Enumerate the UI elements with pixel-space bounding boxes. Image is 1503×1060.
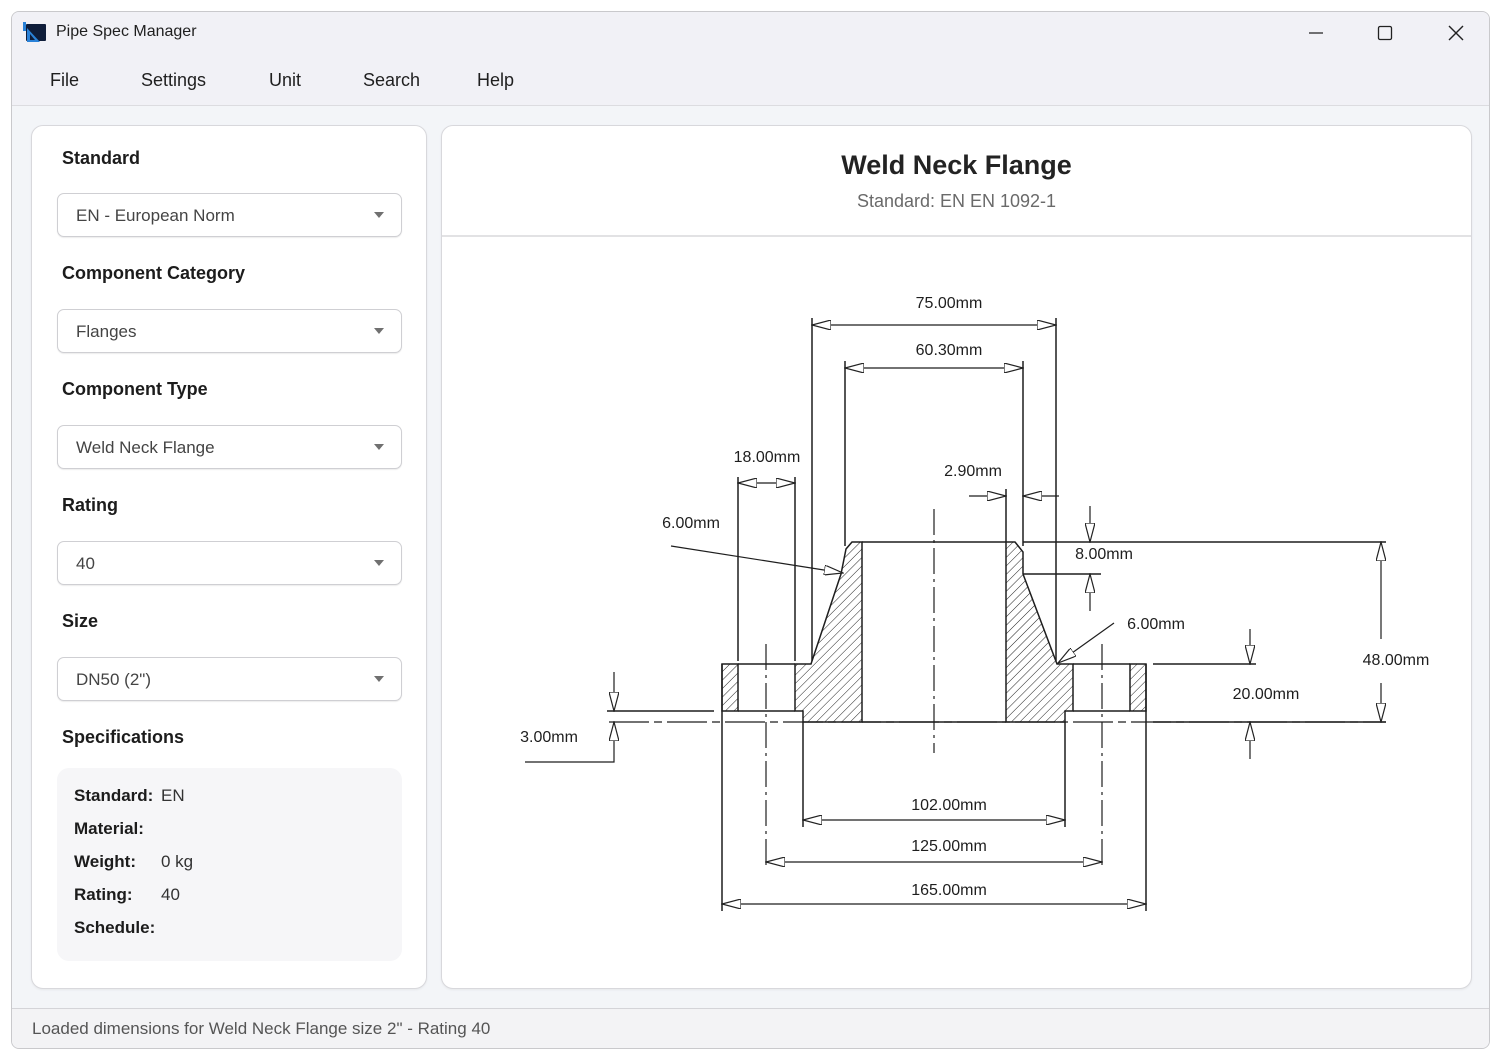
- category-label: Component Category: [62, 263, 246, 283]
- standard-label: Standard: [62, 148, 141, 168]
- label-fillet-top: 6.00mm: [662, 515, 720, 532]
- label-rf-diameter: 102.00mm: [911, 797, 987, 814]
- label-hub-od: 75.00mm: [916, 295, 983, 312]
- flange-drawing: 75.00mm 60.30mm 18.00mm 2.90mm 6.00mm 8.…: [520, 295, 1430, 911]
- leader-6-base: [1058, 622, 1115, 663]
- menu-search[interactable]: Search: [363, 70, 421, 90]
- size-label: Size: [62, 611, 99, 631]
- label-flange-thk: 20.00mm: [1233, 686, 1300, 703]
- label-wall-thk: 2.90mm: [944, 463, 1002, 480]
- drawing-header: Weld Neck Flange Standard: EN EN 1092-1: [442, 126, 1471, 237]
- chevron-down-icon: [374, 676, 384, 682]
- component-type-value: Weld Neck Flange: [76, 438, 215, 457]
- label-bevel: 8.00mm: [1075, 546, 1133, 563]
- chevron-down-icon: [374, 212, 384, 218]
- label-fillet-base: 6.00mm: [1127, 616, 1185, 633]
- label-bolt-circle: 125.00mm: [911, 838, 987, 855]
- maximize-button[interactable]: [1362, 18, 1408, 48]
- menu-help[interactable]: Help: [477, 70, 515, 90]
- label-total-height: 48.00mm: [1363, 652, 1430, 669]
- close-icon: [1448, 25, 1464, 41]
- app-window: Pipe Spec Manager File Settings Unit Sea…: [11, 11, 1490, 1049]
- spec-value: 0 kg: [161, 852, 194, 871]
- component-type-label: Component Type: [62, 379, 208, 399]
- menu-settings[interactable]: Settings: [141, 70, 207, 90]
- hub-left-section: [794, 541, 863, 723]
- drawing-subtitle: Standard: EN EN 1092-1: [856, 191, 1057, 211]
- menu-file[interactable]: File: [50, 70, 80, 90]
- title-bar: Pipe Spec Manager: [12, 12, 1489, 56]
- size-select[interactable]: DN50 (2"): [57, 657, 402, 701]
- spec-key: Schedule:: [74, 918, 156, 937]
- component-type-select[interactable]: Weld Neck Flange: [57, 425, 402, 469]
- rating-select[interactable]: 40: [57, 541, 402, 585]
- flange-right-ring: [1129, 663, 1147, 712]
- spec-key: Rating:: [74, 885, 133, 904]
- drawing-title: Weld Neck Flange: [841, 150, 1072, 180]
- spec-value: 40: [161, 885, 180, 904]
- standard-select[interactable]: EN - European Norm: [57, 193, 402, 237]
- selection-panel: Standard EN - European Norm Component Ca…: [31, 125, 427, 989]
- chevron-down-icon: [374, 560, 384, 566]
- standard-value: EN - European Norm: [76, 206, 235, 225]
- label-pipe-od: 60.30mm: [916, 342, 983, 359]
- spec-key: Standard:: [74, 786, 154, 805]
- drawing-panel: Weld Neck Flange Standard: EN EN 1092-1: [441, 125, 1472, 989]
- status-bar: Loaded dimensions for Weld Neck Flange s…: [12, 1008, 1489, 1048]
- maximize-icon: [1377, 25, 1393, 41]
- label-bolt-hole: 18.00mm: [734, 449, 801, 466]
- minimize-button[interactable]: [1293, 18, 1339, 48]
- status-text: Loaded dimensions for Weld Neck Flange s…: [32, 1019, 491, 1038]
- close-button[interactable]: [1433, 18, 1479, 48]
- category-select[interactable]: Flanges: [57, 309, 402, 353]
- chevron-down-icon: [374, 444, 384, 450]
- rating-value: 40: [76, 554, 95, 573]
- leader-6-top: [670, 545, 843, 573]
- size-value: DN50 (2"): [76, 670, 151, 689]
- rating-label: Rating: [62, 495, 118, 515]
- hub-right-section: [1005, 541, 1074, 723]
- window-title: Pipe Spec Manager: [56, 23, 197, 40]
- label-raised-face: 3.00mm: [520, 729, 578, 746]
- specifications-box: Standard: EN Material: Weight: 0 kg Rati…: [57, 768, 402, 961]
- menu-bar: File Settings Unit Search Help: [12, 56, 1489, 106]
- category-value: Flanges: [76, 322, 137, 341]
- spec-key: Material:: [74, 819, 144, 838]
- menu-unit[interactable]: Unit: [269, 70, 302, 90]
- app-logo-icon: [23, 22, 46, 42]
- spec-value: EN: [161, 786, 185, 805]
- dim-3b: [525, 722, 614, 763]
- spec-key: Weight:: [74, 852, 137, 871]
- flange-left-ring: [721, 663, 739, 712]
- label-flange-od: 165.00mm: [911, 882, 987, 899]
- specifications-heading: Specifications: [62, 727, 185, 747]
- minimize-icon: [1309, 32, 1323, 34]
- chevron-down-icon: [374, 328, 384, 334]
